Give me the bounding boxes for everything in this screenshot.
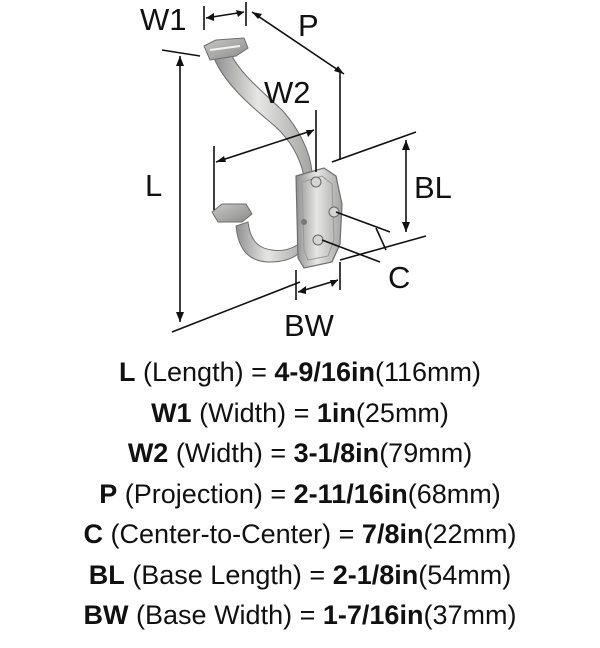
spec-imperial-value: 3-1/8in xyxy=(293,438,380,468)
dimension-lines xyxy=(161,2,427,333)
label-w1: W1 xyxy=(140,2,187,37)
label-bw: BW xyxy=(284,308,335,343)
spec-metric-value: (25mm) xyxy=(355,397,449,428)
spec-row-base-width: BW (Base Width) = 1-7/16in(37mm) xyxy=(0,595,600,636)
spec-equals: = xyxy=(309,559,326,590)
label-w2: W2 xyxy=(264,75,311,110)
spec-code: BL xyxy=(88,559,125,590)
spec-imperial-value: 4-9/16in xyxy=(274,357,375,387)
spec-row-center-to-center: C (Center-to-Center) = 7/8in(22mm) xyxy=(0,514,600,555)
spec-metric-value: (54mm) xyxy=(418,559,512,590)
spec-code: C xyxy=(83,519,104,549)
spec-description: (Center-to-Center) xyxy=(110,519,332,549)
hook-dimension-diagram: W1 P W2 L BL C BW xyxy=(140,2,452,343)
spec-description: (Projection) xyxy=(124,478,263,509)
label-c: C xyxy=(388,260,410,295)
spec-metric-value: (79mm) xyxy=(379,438,473,468)
spec-metric-value: (68mm) xyxy=(407,478,501,509)
spec-row-base-length: BL (Base Length) = 2-1/8in(54mm) xyxy=(0,555,600,596)
spec-code: L xyxy=(119,357,136,387)
screw-bottom-icon xyxy=(312,234,324,246)
coat-hook-illustration xyxy=(203,37,343,269)
spec-equals: = xyxy=(270,478,287,509)
spec-description: (Base Width) xyxy=(136,600,293,630)
spec-description: (Base Length) xyxy=(132,559,302,590)
label-l: L xyxy=(145,168,162,203)
screw-middle-icon xyxy=(328,206,340,218)
spec-metric-value: (37mm) xyxy=(423,600,517,630)
spec-imperial-value: 2-11/16in xyxy=(293,478,408,509)
spec-row-w2: W2 (Width) = 3-1/8in(79mm) xyxy=(0,433,600,474)
spec-row-length: L (Length) = 4-9/16in(116mm) xyxy=(0,352,600,393)
label-bl: BL xyxy=(414,170,452,205)
spec-equals: = xyxy=(270,438,287,468)
spec-imperial-value: 1in xyxy=(316,397,356,428)
spec-code: W2 xyxy=(127,438,169,468)
spec-imperial-value: 7/8in xyxy=(361,519,424,549)
hook-top-cap xyxy=(203,37,249,61)
hook-lower-arm xyxy=(235,221,307,263)
spec-metric-value: (116mm) xyxy=(374,357,481,387)
spec-equals: = xyxy=(299,600,316,630)
spec-code: BW xyxy=(83,600,129,630)
dimension-spec-list: L (Length) = 4-9/16in(116mm) W1 (Width) … xyxy=(0,352,600,636)
spec-metric-value: (22mm) xyxy=(423,519,517,549)
spec-description: (Width) xyxy=(175,438,263,468)
hook-lower-cap xyxy=(211,203,253,223)
spec-code: W1 xyxy=(151,397,192,428)
spec-imperial-value: 1-7/16in xyxy=(322,600,424,630)
dimension-arrowheads xyxy=(176,10,410,322)
spec-row-w1: W1 (Width) = 1in(25mm) xyxy=(0,393,600,434)
spec-equals: = xyxy=(251,357,267,387)
label-p: P xyxy=(298,8,319,43)
screw-top-icon xyxy=(310,176,322,188)
spec-equals: = xyxy=(338,519,355,549)
spec-code: P xyxy=(99,478,118,509)
spec-description: (Length) xyxy=(143,357,244,387)
spec-description: (Width) xyxy=(199,397,287,428)
spec-row-projection: P (Projection) = 2-11/16in(68mm) xyxy=(0,474,600,515)
spec-imperial-value: 2-1/8in xyxy=(332,559,419,590)
spec-equals: = xyxy=(293,397,310,428)
